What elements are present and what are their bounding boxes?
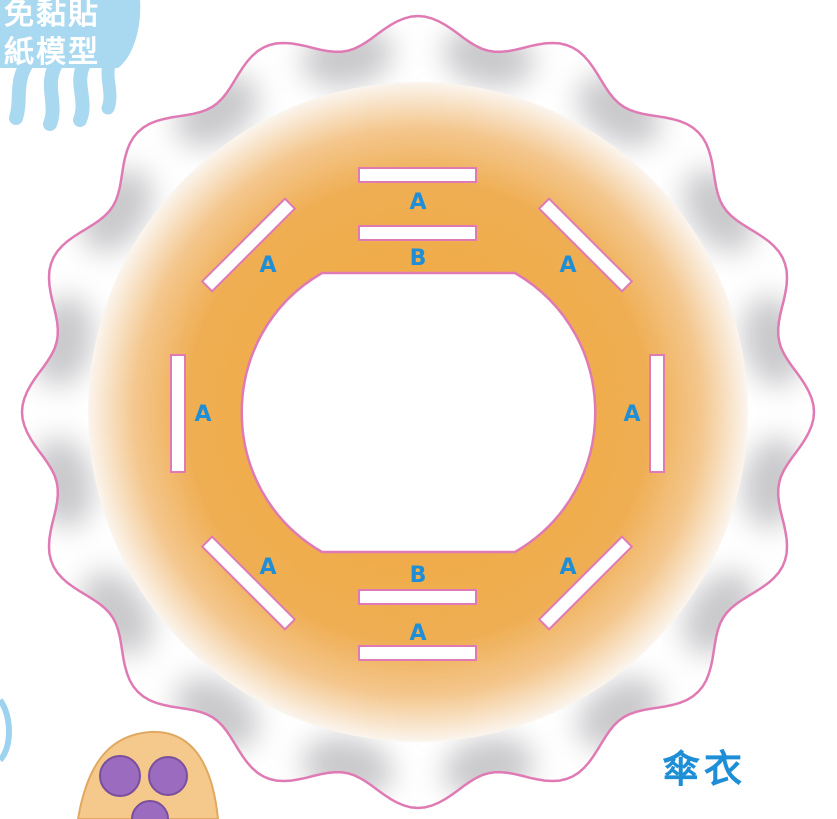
label-bottom-outer: A xyxy=(409,621,426,646)
slit-upper-right xyxy=(537,197,634,293)
label-lower-left: A xyxy=(259,555,276,580)
slit-bottom-outer xyxy=(358,645,477,661)
slit-lower-right xyxy=(537,535,634,631)
slit-top-outer xyxy=(358,167,477,183)
purple-spot xyxy=(99,755,141,797)
purple-spot xyxy=(131,800,169,819)
label-lower-right: A xyxy=(559,555,576,580)
badge-text: 免黏貼 紙模型 xyxy=(4,0,100,72)
badge-line-1: 免黏貼 xyxy=(4,0,100,32)
badge-line-2: 紙模型 xyxy=(4,35,100,70)
badge-jellyfish xyxy=(0,0,141,131)
slit-upper-left xyxy=(200,197,297,293)
slit-bottom-inner xyxy=(358,589,477,605)
piece-title: 傘衣 xyxy=(662,747,747,791)
canopy-outline xyxy=(20,14,816,810)
label-right: A xyxy=(623,402,640,427)
slit-right xyxy=(649,354,665,473)
center-hole xyxy=(240,271,597,554)
slit-lower-left xyxy=(200,535,297,631)
label-upper-right: A xyxy=(559,253,576,278)
slit-top-inner xyxy=(358,225,477,241)
label-bottom-inner: B xyxy=(410,563,427,588)
character-head xyxy=(76,730,220,819)
canopy-piece: A B A A A A A A B A xyxy=(20,14,816,810)
label-upper-left: A xyxy=(259,253,276,278)
slits xyxy=(170,167,665,661)
left-edge-mark xyxy=(0,698,12,763)
label-top-inner: B xyxy=(410,246,427,271)
label-top-outer: A xyxy=(409,190,426,215)
label-left: A xyxy=(194,402,211,427)
slit-left xyxy=(170,354,186,473)
purple-spot xyxy=(148,756,188,796)
